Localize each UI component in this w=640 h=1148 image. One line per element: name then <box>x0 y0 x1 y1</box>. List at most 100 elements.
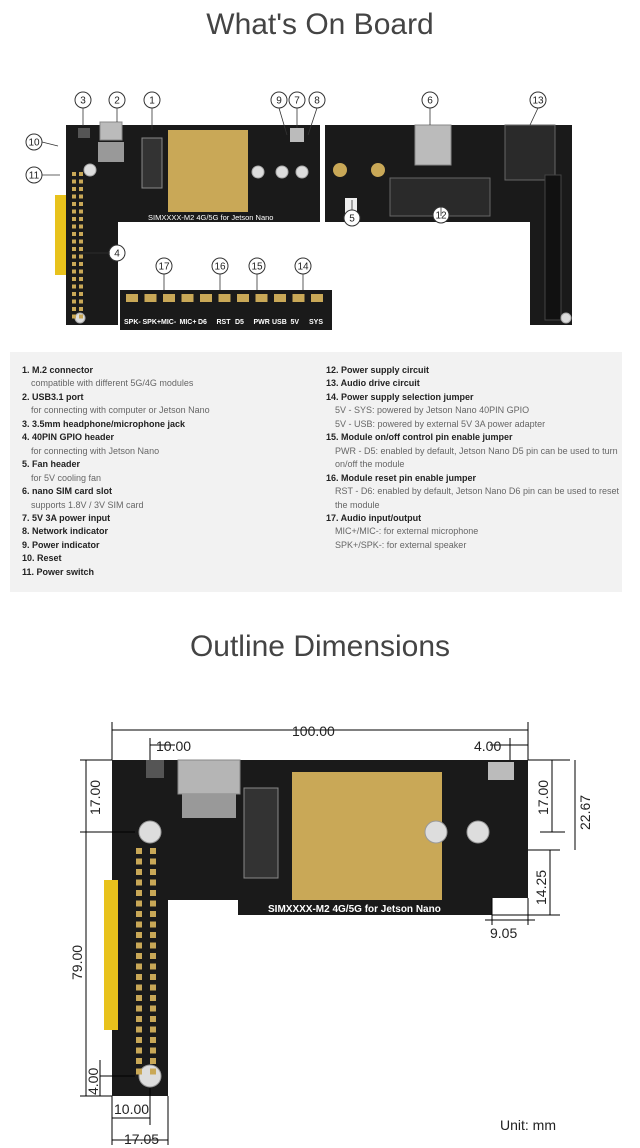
feature-list-panel: 1. M.2 connector compatible with differen… <box>10 352 622 592</box>
jumper-pin <box>237 294 249 302</box>
gpio-pin <box>150 1037 156 1043</box>
feature-title: 12. Power supply circuit <box>326 365 430 375</box>
feature-title: 16. Module reset pin enable jumper <box>326 472 477 483</box>
feature-title: 8. Network indicator <box>22 526 109 537</box>
callout-number: 6 <box>427 96 433 107</box>
dim-bottom-left-a: 10.00 <box>114 1101 149 1117</box>
callout-number: 16 <box>214 262 226 273</box>
callout-leader <box>278 107 288 136</box>
feature-desc: for 5V cooling fan <box>31 472 102 483</box>
gpio-pin <box>136 974 142 980</box>
usb-port <box>99 121 123 141</box>
gpio-pin <box>79 172 83 176</box>
dim-notch-width: 9.05 <box>490 925 517 941</box>
jumper-pin <box>274 294 286 302</box>
gpio-pin <box>136 911 142 917</box>
gpio-pin <box>79 224 83 229</box>
gpio-pin <box>79 254 83 259</box>
gpio-pin <box>72 217 76 221</box>
feature-title: 7. 5V 3A power input <box>22 512 111 523</box>
dim-left-height: 79.00 <box>69 945 85 980</box>
rst-label: RST <box>56 152 66 158</box>
gpio-pin <box>150 995 156 1001</box>
gpio-pin <box>150 879 156 886</box>
gpio-pin <box>79 202 83 206</box>
callout-number: 3 <box>80 96 86 107</box>
gpio-pin <box>136 942 142 949</box>
gpio-pin <box>79 232 83 236</box>
callout-leader <box>307 107 318 136</box>
gpio-pin <box>72 179 76 184</box>
gpio-pin <box>150 1026 156 1033</box>
jumper-pin <box>126 294 138 302</box>
feature-desc: PWR - D5: enabled by default, Jetson Nan… <box>335 445 618 470</box>
callout-number: 4 <box>114 249 120 260</box>
gpio-pin <box>136 890 142 896</box>
usb-port <box>177 759 241 795</box>
feature-list-left: 1. M.2 connector compatible with differen… <box>22 364 307 579</box>
feature-title: 17. Audio input/output <box>326 512 422 523</box>
feature-desc: compatible with different 5G/4G modules <box>31 378 194 389</box>
jumper-pin <box>181 294 194 302</box>
jumper-label: MIC+ <box>180 319 197 326</box>
feature-desc: SPK+/SPK-: for external speaker <box>335 539 467 550</box>
gpio-pin <box>79 269 83 274</box>
gpio-pin <box>79 217 83 221</box>
feature-title: 6. nano SIM card slot <box>22 486 113 497</box>
gpio-pin <box>150 963 156 970</box>
outline-board: SIMXXXX-M2 4G/5G for Jetson Nano <box>104 759 528 1096</box>
gpio-pin <box>79 239 83 244</box>
gpio-pin <box>150 953 156 959</box>
jumper-pin <box>218 294 231 302</box>
gpio-pin <box>136 1047 142 1054</box>
jumper-label: MIC- <box>161 319 177 326</box>
callout-number: 13 <box>532 96 544 107</box>
gpio-pin <box>72 292 76 296</box>
front-board: SIMXXXX-M2 4G/5G for Jetson Nano RST <box>55 121 320 325</box>
gpio-pins <box>72 172 83 319</box>
gpio-pin <box>79 247 83 251</box>
gpio-pin <box>79 307 83 311</box>
jumper-pin <box>255 294 268 302</box>
feature-desc: RST - D6: enabled by default, Jetson Nan… <box>335 486 620 510</box>
jumper-label: SPK+ <box>143 319 161 326</box>
jumper-label: SPK- <box>124 319 141 326</box>
jumper-pin <box>292 294 305 302</box>
feature-desc: 5V - SYS: powered by Jetson Nano 40PIN G… <box>335 405 530 416</box>
callout-number: 9 <box>276 96 282 107</box>
feature-title: 1. M.2 connector <box>22 365 94 375</box>
callout-number: 2 <box>114 96 120 107</box>
dim-top-left: 17.00 <box>87 780 103 815</box>
gpio-pin <box>72 277 76 281</box>
gpio-pin <box>72 307 76 311</box>
gpio-pin <box>150 1005 156 1012</box>
feature-title: 5. Fan header <box>22 459 81 470</box>
dim-bottom-hole: 4.00 <box>85 1068 101 1095</box>
gpio-header-back <box>544 174 562 321</box>
gpio-pin <box>136 1068 142 1075</box>
gpio-pin <box>150 921 156 928</box>
jumper-label: D5 <box>235 319 244 326</box>
sim-slot <box>414 124 452 166</box>
jumper-pin <box>311 294 323 302</box>
gpio-pin <box>79 314 83 319</box>
jumper-pin <box>163 294 175 302</box>
feature-title: 10. Reset <box>22 553 62 564</box>
gpio-pin <box>136 1026 142 1033</box>
gpio-pin <box>72 172 76 176</box>
callout-number: 10 <box>28 138 40 149</box>
gpio-pin <box>72 224 76 229</box>
gpio-pin <box>136 879 142 886</box>
feature-desc: MIC+/MIC-: for external microphone <box>335 526 479 537</box>
gpio-pins <box>136 848 156 1075</box>
gpio-pin <box>72 202 76 206</box>
gpio-pin <box>72 187 76 191</box>
gpio-pin <box>136 869 142 875</box>
jumper-label: SYS <box>309 319 323 326</box>
feature-title: 13. Audio drive circuit <box>326 378 420 389</box>
gpio-pin <box>136 900 142 907</box>
dim-bottom-left-b: 17.05 <box>124 1131 159 1147</box>
feature-desc: for connecting with Jetson Nano <box>31 445 160 456</box>
callout-number: 14 <box>297 262 309 273</box>
gpio-pin <box>150 984 156 991</box>
